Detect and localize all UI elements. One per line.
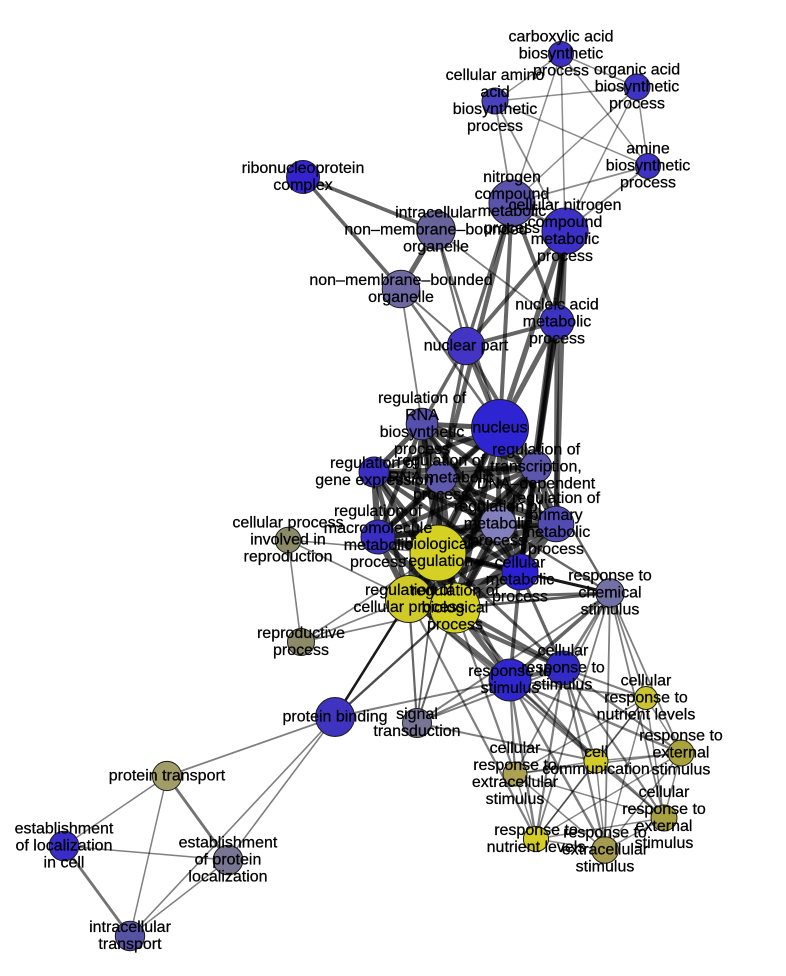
svg-text:protein transport: protein transport <box>109 768 226 785</box>
svg-text:nuclear part: nuclear part <box>424 338 509 355</box>
svg-text:nucleus: nucleus <box>472 420 527 437</box>
svg-text:protein binding: protein binding <box>283 709 388 726</box>
